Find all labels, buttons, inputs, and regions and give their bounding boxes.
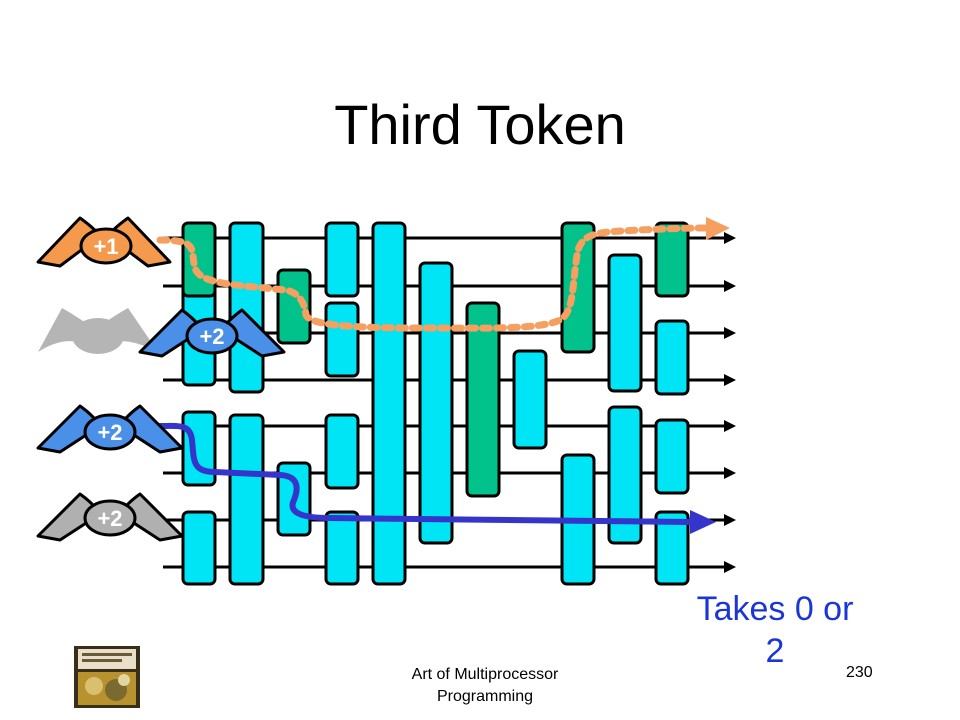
page-number: 230 (846, 664, 873, 681)
token-label: +2 (97, 506, 122, 531)
balancer-cyan (512, 349, 548, 450)
balancer-cyan (324, 221, 360, 298)
balancer-cyan (607, 253, 643, 393)
orange-arrow-head (706, 217, 730, 240)
balancer-cyan (228, 413, 265, 586)
ghost-token-icon (38, 308, 158, 354)
balancer-toggled-green (181, 221, 217, 298)
balancer-cyan (324, 510, 360, 586)
balancer-cyan (181, 510, 217, 586)
winged-token-icon: +1 (36, 216, 172, 268)
balancer-toggled-green (276, 268, 312, 345)
takes-note: Takes 0 or 2 (696, 590, 854, 670)
balancers (181, 221, 690, 586)
blue-token-path (157, 422, 693, 525)
balancer-cyan (654, 418, 690, 495)
winged-token-icon: +2 (36, 404, 184, 454)
balancer-cyan (418, 261, 454, 545)
token-label: +1 (93, 234, 118, 259)
winged-token-icon: +2 (138, 308, 286, 358)
balancer-cyan (654, 510, 690, 586)
balancer-cyan (324, 413, 360, 490)
book-cover-icon (74, 646, 140, 708)
balancer-toggled-green (465, 301, 501, 498)
slide-title: Third Token (334, 93, 626, 156)
balancer-cyan (371, 221, 407, 586)
balancer-toggled-green (560, 221, 596, 354)
blue-arrow-head (690, 510, 716, 534)
balancer-cyan (228, 221, 265, 394)
balancer-cyan (654, 319, 690, 396)
token-label: +2 (199, 324, 224, 349)
wire-arrowheads (724, 232, 736, 573)
token-label: +2 (97, 420, 122, 445)
balancer-cyan (324, 301, 360, 378)
orange-token-path (156, 224, 716, 332)
balancer-cyan (607, 405, 643, 545)
footer-title: Art of Multiprocessor Programming (411, 666, 559, 705)
winged-token-icon: +2 (36, 492, 184, 542)
balancer-toggled-green (654, 221, 690, 298)
